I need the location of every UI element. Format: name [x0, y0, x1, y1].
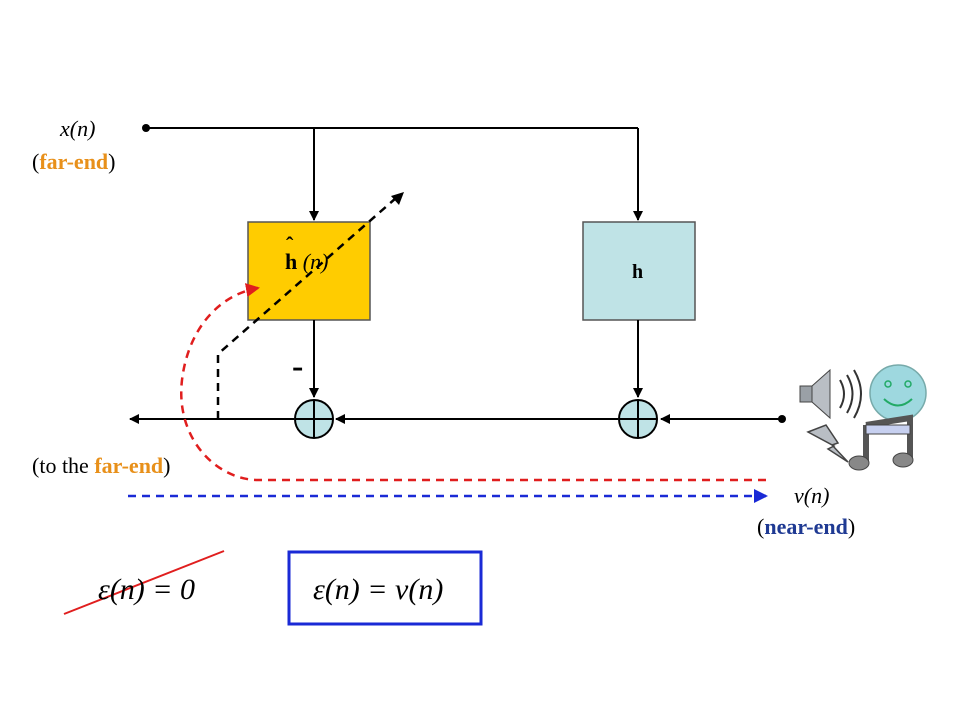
wrong-equation: ε(n) = 0 [98, 573, 196, 606]
minus-sign: - [292, 348, 304, 385]
lightning-icon [806, 424, 849, 463]
speaker-icon [799, 368, 862, 420]
echo-path-label: h [632, 261, 644, 283]
adaptation-path [216, 197, 397, 419]
music-note-icon [848, 414, 914, 471]
x-n-label: x(n) [60, 116, 96, 141]
correct-equation: ε(n) = v(n) [313, 573, 444, 606]
adaptive-filter-label: ˆ h (n) [285, 232, 329, 274]
adaptive-sum-node [294, 399, 334, 439]
correct-equation-box [287, 550, 483, 626]
echo-sum-node [618, 399, 658, 439]
echo-path-box [582, 221, 696, 321]
strike-through-line [63, 550, 225, 615]
to-far-end-label: (to the far-end) [32, 453, 171, 478]
v-n-label: v(n) [794, 483, 830, 508]
near-end-label: (near-end) [757, 514, 856, 539]
far-end-top-label: (far-end) [32, 149, 116, 174]
smiley-icon [869, 364, 927, 422]
error-feedback-path [179, 283, 766, 482]
adaptation-arrowhead [391, 192, 404, 205]
